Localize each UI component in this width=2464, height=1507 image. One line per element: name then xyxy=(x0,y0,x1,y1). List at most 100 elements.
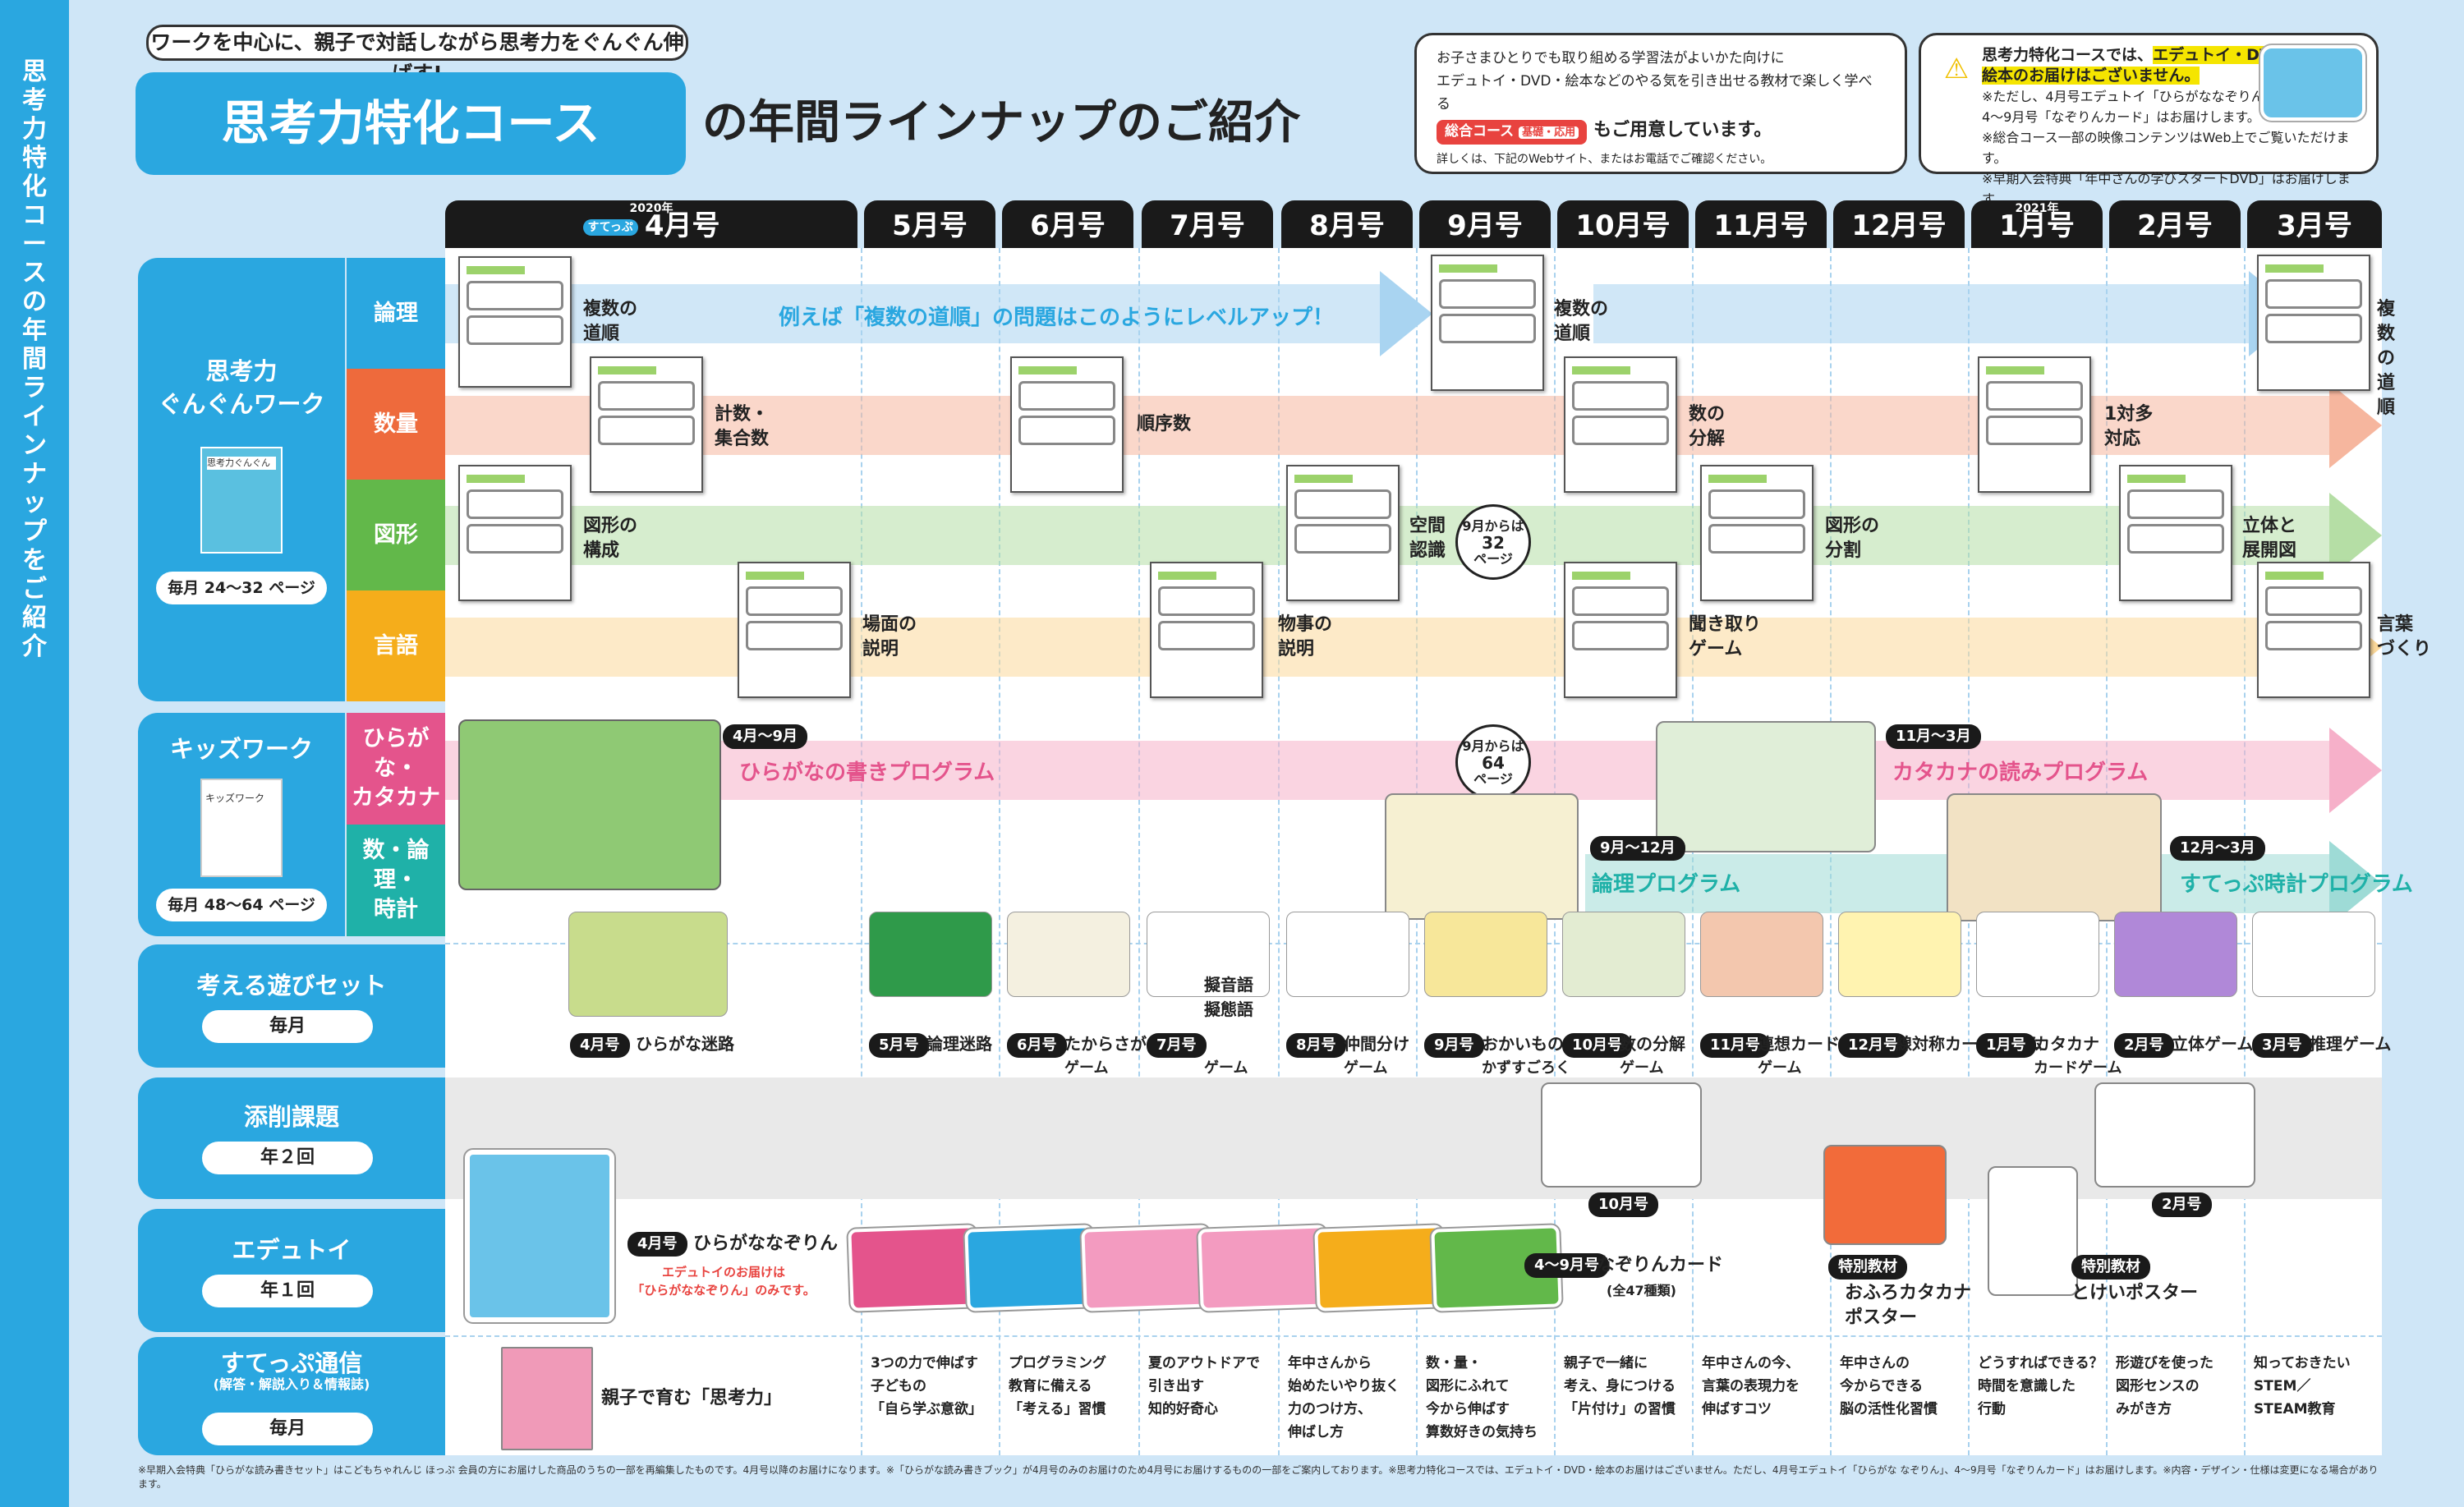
work-book-title: 思考力ぐんぐん xyxy=(207,457,276,470)
row-divider-tsushin xyxy=(445,1335,2382,1337)
special-item-2: とけいポスター xyxy=(2071,1283,2199,1303)
section-tsushin: すてっぷ通信 (解答・解説入り＆情報誌) 毎月 xyxy=(138,1337,445,1455)
circle-work-line1: 9月からは xyxy=(1462,518,1524,534)
month-header-8: 11月号 xyxy=(1695,200,1827,248)
work-thumb-zukei-nov xyxy=(1700,465,1814,601)
section-tensaku-title: 添削課題 xyxy=(243,1103,339,1131)
label-gengo-1: 場面の 説明 xyxy=(862,614,917,659)
asobi-item-title: 擬音語 擬態語 xyxy=(1204,975,1253,1019)
month-header-4: 7月号 xyxy=(1142,200,1273,248)
section-kids-title: キッズワーク xyxy=(169,735,313,763)
month-divider xyxy=(999,248,1000,1455)
section-work-pill: 毎月 24～32 ページ xyxy=(156,572,327,604)
note-line-5: ※総合コース一部の映像コンテンツはWeb上でご覧いただけます。 xyxy=(1982,130,2350,166)
asobi-month-tag: 7月号 xyxy=(1147,1033,1207,1058)
asobi-item-sub: かずすごろく xyxy=(1482,1059,1570,1077)
month-header-5: 8月号 xyxy=(1281,200,1413,248)
section-edutoy-title: エデュトイ xyxy=(232,1236,352,1264)
label-ronri-3: 複数の 道順 xyxy=(2377,299,2396,418)
tsushin-topic-4: 年中さんから 始めたいやり抜く 力のつけ方、 伸ばし方 xyxy=(1288,1355,1400,1440)
month-header-6: 9月号 xyxy=(1419,200,1551,248)
edutoy-note-2: 「ひらがななぞりん」のみです。 xyxy=(632,1283,816,1298)
label-gengo-4: 言葉 づくり xyxy=(2377,614,2432,659)
section-shikoryoku-work: 思考力 ぐんぐんワーク 思考力ぐんぐん 毎月 24～32 ページ xyxy=(138,258,345,701)
kids-program-2: カタカナの読みプログラム xyxy=(1892,760,2149,785)
work-thumb-gengo-jul xyxy=(1150,562,1263,698)
tsushin-topic-10: 形遊びを使った 図形センスの みがき方 xyxy=(2116,1355,2213,1417)
subcat-gengo: 言語 xyxy=(347,590,445,701)
kids-thumb-katakana xyxy=(1656,721,1876,852)
asobi-item-sub: ゲーム xyxy=(1620,1059,1664,1077)
footer-notes: ※早期入会特典「ひらがな読み書きセット」はこどもちゃれんじ ほっぷ 会員の方にお… xyxy=(138,1464,2379,1490)
asobi-month-tag: 12月号 xyxy=(1838,1033,1909,1058)
section-tsushin-title: すてっぷ通信 xyxy=(220,1349,363,1377)
edutoy-title: ひらがななぞりん xyxy=(693,1234,839,1254)
month-label: 6月号 xyxy=(1030,209,1106,242)
work-thumb-suryo-may xyxy=(590,356,703,493)
nazorin-card xyxy=(848,1224,979,1312)
asobi-item-image xyxy=(869,912,992,997)
asobi-item-title: 連想カード xyxy=(1758,1034,1840,1054)
label-suryo-2: 順序数 xyxy=(1137,414,1192,434)
work-thumb-zukei-feb xyxy=(2119,465,2232,601)
work-thumb-suryo-jun xyxy=(1010,356,1124,493)
tensaku-month-1: 10月号 xyxy=(1588,1192,1659,1217)
asobi-item-image xyxy=(1147,912,1270,997)
kids-program-4: すてっぷ時計プログラム xyxy=(2180,872,2413,897)
asobi-month-tag: 1月号 xyxy=(1976,1033,2036,1058)
circle-kids-line1: 9月からは xyxy=(1462,738,1524,754)
kids-program-1: ひらがなの書きプログラム xyxy=(739,760,995,785)
section-asobi-set: 考える遊びセット 毎月 xyxy=(138,944,445,1068)
tensaku-thumb-feb xyxy=(2094,1082,2255,1188)
asobi-item-image xyxy=(1562,912,1685,997)
page-title-tail: の年間ラインナップのご紹介 xyxy=(702,96,1300,149)
subcat-hiragana: ひらがな・ カタカナ xyxy=(347,713,445,825)
warning-icon: ⚠ xyxy=(1943,53,1970,85)
label-ronri-1: 複数の 道順 xyxy=(583,299,638,344)
month-label: 1月号 xyxy=(1999,209,2075,242)
kids-period-4: 12月～3月 xyxy=(2170,836,2265,861)
asobi-item-title: 仲間分け xyxy=(1344,1034,1409,1054)
asobi-item-title: 論理迷路 xyxy=(926,1034,992,1054)
subcat-kazu: 数・論理・ 時計 xyxy=(347,825,445,936)
work-book-cover: 思考力ぐんぐん xyxy=(200,447,283,554)
asobi-item-title: ひらがな迷路 xyxy=(636,1034,734,1054)
special-tag-2: 特別教材 xyxy=(2071,1255,2150,1280)
arrow-ronri xyxy=(445,284,1381,343)
asobi-month-tag: 4月号 xyxy=(570,1033,630,1058)
edutoy-note: エデュトイのお届けは「ひらがななぞりん」のみです。 xyxy=(627,1263,820,1299)
label-zukei-3: 図形の 分割 xyxy=(1825,516,1880,561)
asobi-item-image xyxy=(1424,912,1547,997)
section-kids-work: キッズワーク キッズワーク 毎月 48～64 ページ xyxy=(138,713,345,936)
asobi-month-tag: 3月号 xyxy=(2252,1033,2312,1058)
asobi-item-image xyxy=(1286,912,1409,997)
tsushin-topic-1: 3つの力で伸ばす 子どもの 「自ら学ぶ意欲」 xyxy=(871,1355,982,1417)
clock-poster-image xyxy=(1988,1166,2078,1296)
kids-program-3: 論理プログラム xyxy=(1592,872,1741,897)
section-edutoy-pill: 年１回 xyxy=(202,1275,373,1307)
info-line-4: 詳しくは、下記のWebサイト、またはお電話でご確認ください。 xyxy=(1437,153,1772,166)
arrow-hiragana xyxy=(445,741,2334,800)
kids-period-3: 9月～12月 xyxy=(1590,836,1685,861)
month-divider xyxy=(1138,248,1140,1455)
asobi-month-tag: 2月号 xyxy=(2114,1033,2174,1058)
subcat-zukei: 図形 xyxy=(347,480,445,590)
tsushin-topic-3: 夏のアウトドアで 引き出す 知的好奇心 xyxy=(1148,1355,1260,1417)
subtitle: ワークを中心に、親子で対話しながら思考力をぐんぐん伸ばす! xyxy=(146,25,688,85)
month-label: 7月号 xyxy=(1170,209,1245,242)
work-thumb-gengo-mar xyxy=(2257,562,2370,698)
asobi-item-sub: ゲーム xyxy=(1758,1059,1802,1077)
info-line-2: エデュトイ・DVD・絵本などのやる気を引き出せる教材で楽しく学べる xyxy=(1437,73,1873,113)
asobi-item-image xyxy=(1976,912,2099,997)
month-header-3: 6月号 xyxy=(1002,200,1133,248)
asobi-item-sub: ゲーム xyxy=(1064,1059,1109,1077)
asobi-item-image xyxy=(568,912,728,1017)
tsushin-topic-11: 知っておきたい STEM／ STEAM教育 xyxy=(2254,1355,2351,1417)
month-label: 9月号 xyxy=(1447,209,1523,242)
tensaku-row-bg xyxy=(445,1077,2382,1199)
nazorin-card xyxy=(964,1224,1096,1312)
kids-thumb-ronri xyxy=(1385,793,1579,920)
edutoy-month: 4月号 xyxy=(627,1232,687,1257)
month-header-11: 2月号 xyxy=(2109,200,2241,248)
